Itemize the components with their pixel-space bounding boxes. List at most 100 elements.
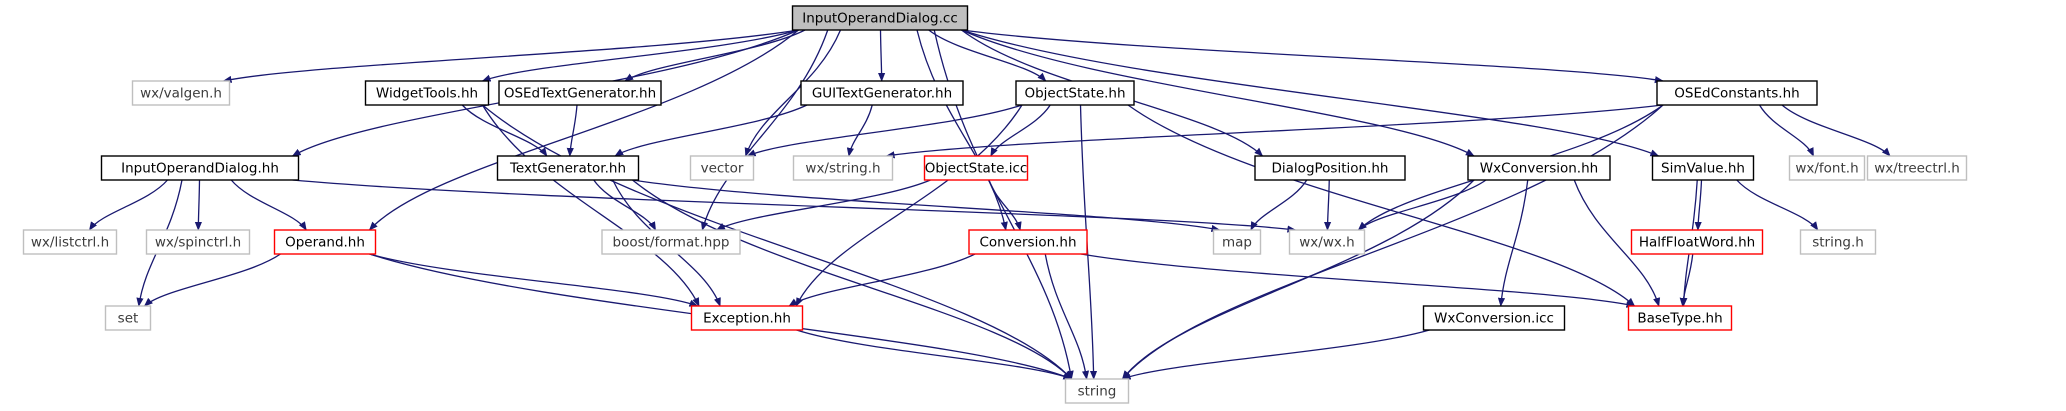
node-operand[interactable]: Operand.hh (273, 229, 377, 255)
edge-iodhh-to-wxwx (292, 179, 1297, 233)
node-label: Conversion.hh (979, 235, 1076, 251)
node-objstate[interactable]: ObjectState.hh (1015, 80, 1135, 106)
node-osedconst[interactable]: OSEdConstants.hh (1656, 80, 1818, 106)
edge-osedconst-to-wxfont (1758, 104, 1815, 157)
node-conversion[interactable]: Conversion.hh (968, 229, 1088, 255)
node-label: HalfFloatWord.hh (1639, 235, 1755, 251)
node-label: vector (701, 161, 744, 177)
node-box (1212, 229, 1262, 255)
node-textgen[interactable]: TextGenerator.hh (496, 155, 640, 181)
node-box (1288, 229, 1366, 255)
node-box (1064, 378, 1130, 404)
node-box (800, 80, 964, 106)
edge-root-to-valgen (222, 29, 799, 83)
node-box (792, 155, 894, 181)
node-exception[interactable]: Exception.hh (690, 305, 804, 331)
node-box (273, 229, 377, 255)
node-label: wx/string.h (805, 161, 880, 177)
node-objicc[interactable]: ObjectState.icc (923, 155, 1029, 181)
node-dialogpos[interactable]: DialogPosition.hh (1254, 155, 1406, 181)
node-label: wx/listctrl.h (31, 235, 109, 251)
edge-root-to-osedtg (624, 29, 806, 82)
node-simvalue[interactable]: SimValue.hh (1651, 155, 1755, 181)
edges-layer (88, 29, 1891, 380)
edge-objstate-to-exception (795, 104, 1023, 307)
node-set: set (104, 305, 152, 331)
edge-guitg-to-textgen (614, 104, 808, 157)
node-label: string (1078, 384, 1117, 400)
node-label: Exception.hh (703, 311, 791, 327)
edge-wxconv-to-string (1121, 179, 1475, 380)
node-label: WxConversion.hh (1480, 161, 1598, 177)
node-label: OSEdTextGenerator.hh (504, 86, 656, 102)
edge-simvalue-to-halffloat (1694, 179, 1703, 231)
nodes-layer: InputOperandDialog.cc wx/valgen.hInputOpe… (22, 5, 1968, 404)
edge-root-to-simvalue (961, 29, 1660, 157)
edge-dialogpos-to-map (1250, 179, 1308, 231)
node-box (1799, 229, 1877, 255)
node-box (104, 305, 152, 331)
node-guitg[interactable]: GUITextGenerator.hh (800, 80, 964, 106)
edge-textgen-to-string (632, 179, 1073, 380)
edge-root-to-guitg (878, 29, 886, 82)
node-wxstring: wx/string.h (792, 155, 894, 181)
node-box (145, 229, 251, 255)
edge-objstate-to-vector (746, 104, 1023, 157)
node-label: wx/font.h (1795, 161, 1858, 177)
node-label: wx/valgen.h (140, 86, 222, 102)
node-label: ObjectState.icc (925, 161, 1028, 177)
edge-iodhh-to-operand (230, 179, 307, 231)
node-iodhh[interactable]: InputOperandDialog.hh (100, 155, 300, 181)
node-label: InputOperandDialog.cc (802, 11, 958, 27)
node-label: string.h (1812, 235, 1864, 251)
node-wxconv[interactable]: WxConversion.hh (1467, 155, 1611, 181)
node-stringh: string.h (1799, 229, 1877, 255)
node-label: wx/wx.h (1299, 235, 1354, 251)
node-widget[interactable]: WidgetTools.hh (364, 80, 490, 106)
node-label: wx/spinctrl.h (155, 235, 241, 251)
edge-textgen-to-map (632, 179, 1221, 232)
node-label: TextGenerator.hh (509, 161, 626, 177)
node-boostfmt: boost/format.hpp (601, 229, 741, 255)
node-box (1422, 305, 1566, 331)
edge-halffloat-to-basetype (1679, 253, 1694, 307)
node-osedtg[interactable]: OSEdTextGenerator.hh (498, 80, 662, 106)
edge-wxconv-to-basetype (1573, 179, 1661, 307)
edge-root-to-osedconst (961, 29, 1664, 84)
edge-root-to-boostfmt (700, 29, 829, 231)
edge-guitg-to-wxstring (846, 104, 873, 157)
node-label: Operand.hh (285, 235, 365, 251)
node-box (791, 5, 969, 31)
edge-wxconv-to-wxwx (1357, 179, 1487, 231)
edge-root-to-objstate (928, 29, 1047, 82)
node-box (1627, 305, 1733, 331)
node-wxwx: wx/wx.h (1288, 229, 1366, 255)
edge-root-to-widget (481, 29, 799, 82)
node-label: wx/treectrl.h (1874, 161, 1960, 177)
edge-root-to-conversion (916, 29, 1008, 231)
node-wxspin: wx/spinctrl.h (145, 229, 251, 255)
edge-dialogpos-to-wxwx (1323, 179, 1332, 231)
node-wxlist: wx/listctrl.h (22, 229, 118, 255)
node-box (1015, 80, 1135, 106)
edge-operand-to-exception (369, 253, 699, 307)
node-wxconvicc[interactable]: WxConversion.icc (1422, 305, 1566, 331)
edge-root-to-wxconv (961, 29, 1475, 157)
node-label: DialogPosition.hh (1272, 161, 1389, 177)
node-box (1651, 155, 1755, 181)
node-basetype[interactable]: BaseType.hh (1627, 305, 1733, 331)
edge-widget-to-textgen (461, 104, 548, 157)
node-label: set (118, 311, 139, 327)
node-box (923, 155, 1029, 181)
node-wxtree: wx/treectrl.h (1866, 155, 1968, 181)
node-label: ObjectState.hh (1024, 86, 1125, 102)
edge-exception-to-string (796, 329, 1073, 380)
node-root[interactable]: InputOperandDialog.cc (791, 5, 969, 31)
node-label: SimValue.hh (1661, 161, 1745, 177)
node-halffloat[interactable]: HalfFloatWord.hh (1630, 229, 1764, 255)
node-box (968, 229, 1088, 255)
node-box (690, 305, 804, 331)
node-label: WxConversion.icc (1434, 311, 1554, 327)
node-box (1630, 229, 1764, 255)
